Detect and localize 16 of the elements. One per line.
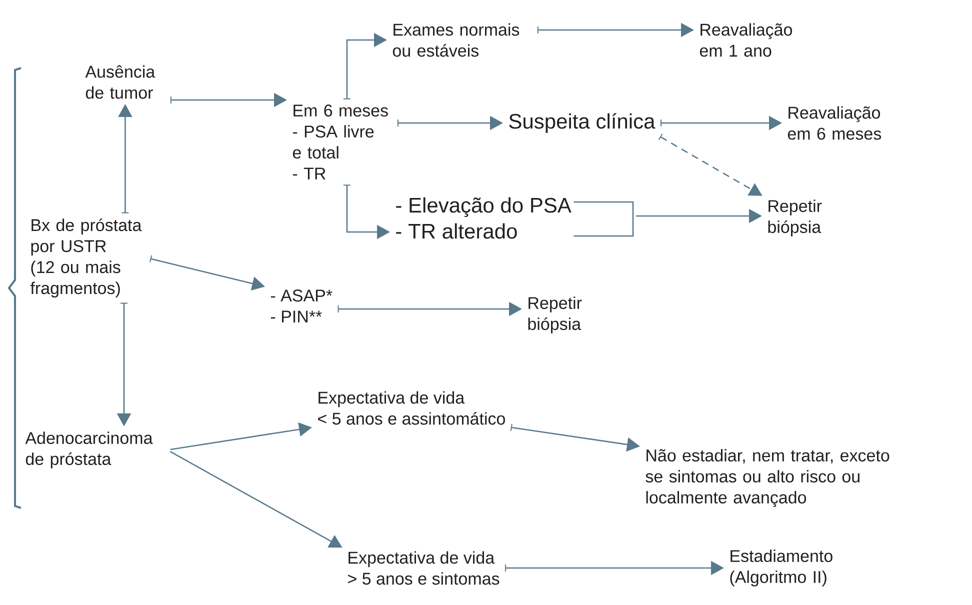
flow-text: Repetir biópsia bbox=[528, 296, 582, 334]
flow-text: Suspeita clínica bbox=[509, 113, 656, 133]
flow-text: Ausência de tumor bbox=[85, 65, 156, 99]
flow-text: Repetir biópsia bbox=[768, 200, 822, 236]
flow-text: Não estadiar, nem tratar, exceto se sintomas ou alto risco ou localmente avançado bbox=[646, 449, 890, 507]
flow-text: Bx de próstata por USTR (12 ou mais fragmentos) bbox=[30, 218, 142, 298]
flow-text: Expectativa de vida < 5 anos e assintomático bbox=[318, 391, 505, 425]
flow-text: Expectativa de vida > 5 anos e sintomas bbox=[348, 551, 500, 585]
flow-text: Reavaliação em 1 ano bbox=[700, 23, 792, 57]
flow-text: Exames normais ou estáveis bbox=[392, 23, 520, 57]
flow-text: Estadiamento (Algoritmo II) bbox=[730, 550, 832, 586]
flow-text: Em 6 meses - PSA livre e total - TR bbox=[292, 104, 388, 180]
flow-text: - ASAP* - PIN** bbox=[270, 290, 332, 322]
flow-text: Reavaliação em 6 meses bbox=[788, 106, 882, 140]
flow-text: Adenocarcinoma de próstata bbox=[25, 432, 153, 468]
flow-text: - Elevação do PSA - TR alterado bbox=[396, 197, 572, 239]
